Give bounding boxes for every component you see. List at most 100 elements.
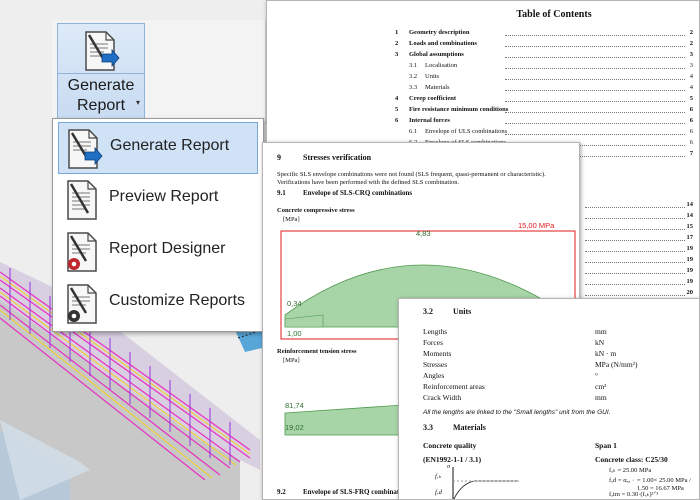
toc-page-number: 14 <box>585 212 695 222</box>
unit-label: Moments <box>423 349 452 358</box>
chart2-bottom-label: 19,02 <box>285 423 304 432</box>
toc-entry-text: Internal forces <box>409 117 450 124</box>
unit-value: kN · m <box>595 349 617 358</box>
toc-leader-dots <box>585 218 685 219</box>
chart1-unit: [MPa] <box>283 216 300 223</box>
customize-reports-icon <box>67 284 97 324</box>
toc-entry-page: 3 <box>689 62 693 69</box>
toc-page-number: 19 <box>585 278 695 288</box>
split-divider <box>58 73 144 74</box>
unit-label: Stresses <box>423 360 448 369</box>
toc-entry-page: 3 <box>689 51 693 58</box>
generate-report-icon <box>68 129 103 169</box>
unit-label: Crack Width <box>423 393 462 402</box>
toc-entry-number: 3.2 <box>409 73 418 80</box>
generate-report-icon <box>85 31 120 71</box>
toc-entry-number: 6.1 <box>409 128 418 135</box>
menu-item-customize-reports[interactable]: Customize Reports <box>58 278 258 330</box>
stress-strain-curve <box>453 480 519 499</box>
subsection-number-2: 9.2 <box>277 488 286 496</box>
units-section-number: 3.2 <box>423 307 433 316</box>
subsection-title-2: Envelope of SLS-FRQ combinations <box>303 488 412 496</box>
toc-leader-dots <box>505 123 685 124</box>
toc-entry-page: 6 <box>689 106 693 113</box>
intro-line-1: Specific SLS envelope combinations were … <box>277 171 546 178</box>
toc-page-number: 20 <box>585 289 695 299</box>
menu-item-label: Report Designer <box>109 240 226 257</box>
menu-item-label: Customize Reports <box>109 292 246 309</box>
toc-entry-text: Units <box>425 73 440 80</box>
section-title: Stresses verification <box>303 153 372 162</box>
toc-entry-number: 5 <box>395 106 399 113</box>
unit-value: cm² <box>595 382 607 391</box>
span-label: Span 1 <box>595 441 617 450</box>
toc-page-number: 17 <box>585 234 695 244</box>
menu-item-label: Preview Report <box>109 188 219 205</box>
toc-title: Table of Contents <box>516 9 592 20</box>
chevron-down-icon[interactable]: ▾ <box>135 98 140 107</box>
toc-entry-page: 19 <box>686 245 694 252</box>
toc-leader-dots <box>585 284 685 285</box>
toc-entry-page: 4 <box>689 84 693 91</box>
intro-line-2: Verifications have been performed with t… <box>277 179 460 186</box>
fcd-formula-left: fₓd = αₓₓ · <box>609 477 635 484</box>
generate-report-split-button[interactable]: Generate Report ▾ <box>57 23 145 121</box>
sigma-axis-label: σ <box>447 463 451 470</box>
toc-leader-dots <box>505 57 685 58</box>
preview-report-icon <box>67 180 97 220</box>
toc-entry-text: Envelope of ULS combinations <box>425 128 508 135</box>
chart1-bottom-label: 1,00 <box>287 329 302 338</box>
menu-item-generate-report[interactable]: Generate Report <box>58 122 258 174</box>
toc-entry-page: 19 <box>686 267 694 274</box>
toc-entry-number: 1 <box>395 29 399 36</box>
toc-page-number: 14 <box>585 201 695 211</box>
toc-leader-dots <box>585 262 685 263</box>
unit-label: Reinforcement areas <box>423 382 485 391</box>
chart1-limit-label: 15,00 MPa <box>518 221 555 230</box>
toc-page-number: 15 <box>585 223 695 233</box>
unit-value: MPa (N/mm²) <box>595 360 638 369</box>
chart1-max-label: 4,83 <box>416 229 431 238</box>
toc-page-number: 19 <box>585 256 695 266</box>
menu-item-preview-report[interactable]: Preview Report <box>58 174 258 226</box>
stress-strain-diagram <box>452 467 519 499</box>
toc-entry-page: 2 <box>689 40 693 47</box>
toc-leader-dots <box>505 79 685 80</box>
toc-leader-dots <box>585 229 685 230</box>
toc-page-number: 19 <box>585 267 695 277</box>
concrete-quality-label: Concrete quality <box>423 441 477 450</box>
toc-entry[interactable]: 6 Internal forces 6 <box>395 117 695 127</box>
toc-entry-page: 20 <box>686 289 694 296</box>
chart1-left-label: 0,34 <box>287 299 302 308</box>
menu-item-report-designer[interactable]: Report Designer <box>58 226 258 278</box>
toc-entry-text: Geometry description <box>409 29 470 36</box>
toc-entry-page: 17 <box>686 234 694 241</box>
report-dropdown-menu: Generate Report Preview Report Report De… <box>52 118 264 332</box>
toc-leader-dots <box>585 240 685 241</box>
fcd-axis-label: fₓd <box>435 489 442 496</box>
toc-entry-page: 7 <box>689 150 693 157</box>
compressive-stress-left-area <box>284 314 324 328</box>
toc-entry-page: 6 <box>689 117 693 124</box>
unit-label: Forces <box>423 338 443 347</box>
button-label-line2: Report <box>76 97 126 114</box>
unit-label: Lengths <box>423 327 448 336</box>
concrete-class-label: Concrete class: C25/30 <box>595 455 668 464</box>
unit-value: kN <box>595 338 605 347</box>
report-designer-icon <box>67 232 97 272</box>
toc-entry-page: 14 <box>686 201 694 208</box>
toc-entry-number: 6 <box>395 117 399 124</box>
norm-label: (EN1992-1-1 / 3.1) <box>423 455 482 464</box>
toc-entry-text: Localisation <box>425 62 458 69</box>
fck-formula: fₓₖ = 25.00 MPa <box>609 467 652 474</box>
